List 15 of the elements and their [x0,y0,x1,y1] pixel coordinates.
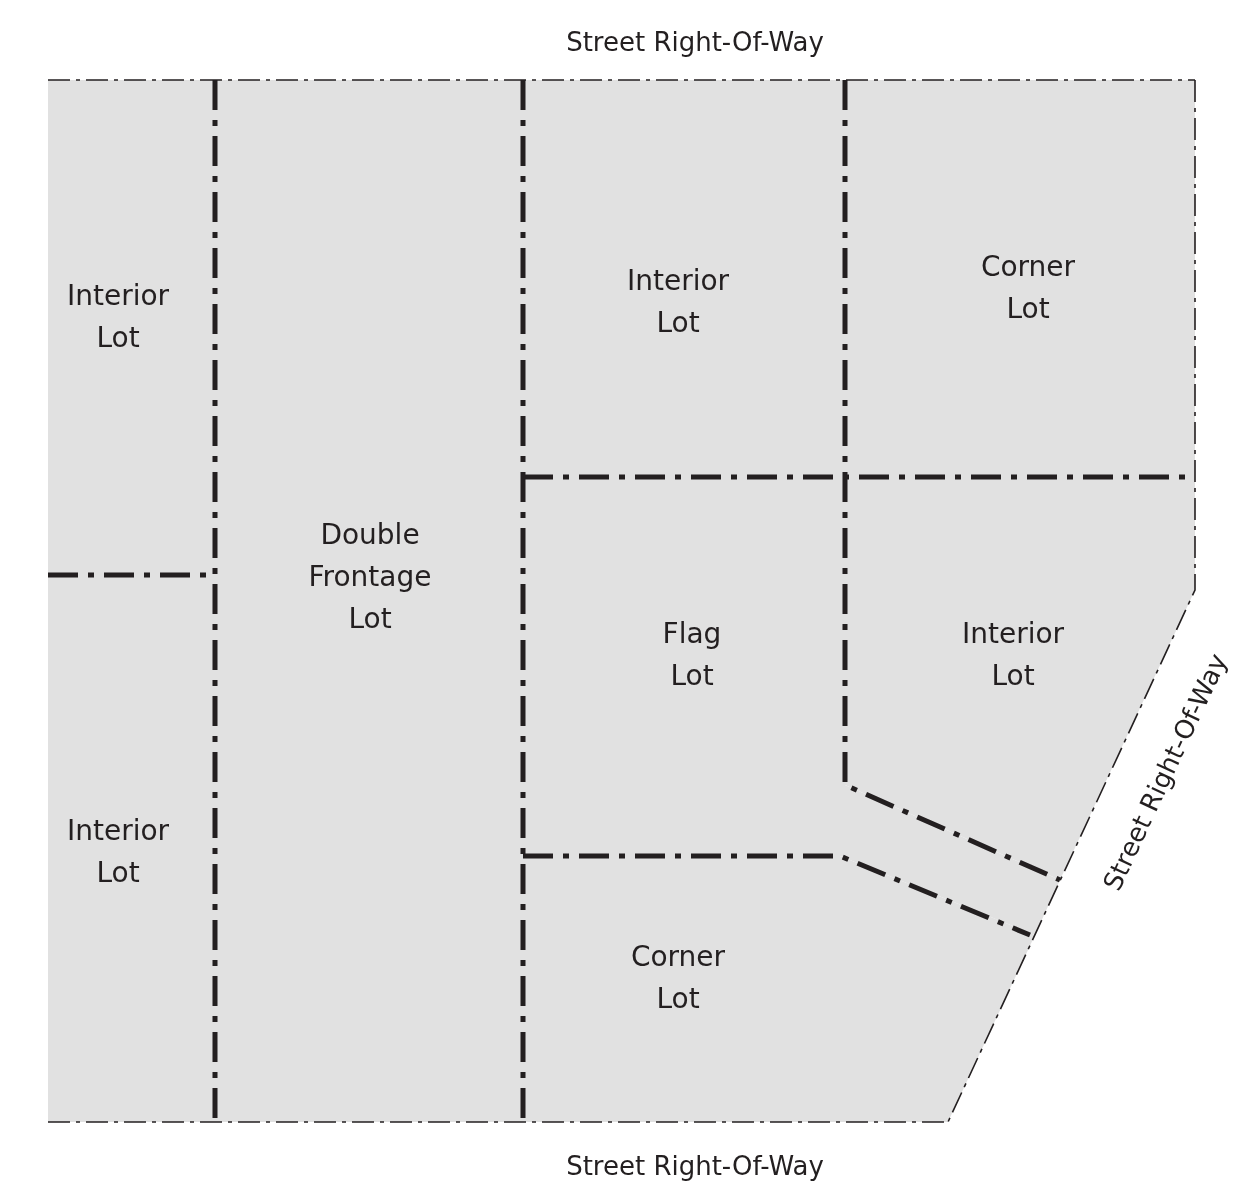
lot-area [845,80,1195,477]
lot-area [215,80,523,1122]
lot-label: Corner Lot [629,939,727,1017]
lot-label: Interior Lot [65,813,171,891]
lot-area [48,575,215,1122]
lot-area [48,80,215,575]
street-label: Street Right-Of-Way [566,27,824,57]
lot-label: Corner Lot [979,249,1077,327]
street-label: Street Right-Of-Way [566,1151,824,1181]
lot-label: Double Frontage Lot [307,517,433,637]
lot-label: Interior Lot [960,616,1066,694]
lot-label: Flag Lot [661,616,723,694]
lot-label: Interior Lot [65,278,171,356]
lot-label: Interior Lot [625,263,731,341]
lot-area [523,80,845,477]
